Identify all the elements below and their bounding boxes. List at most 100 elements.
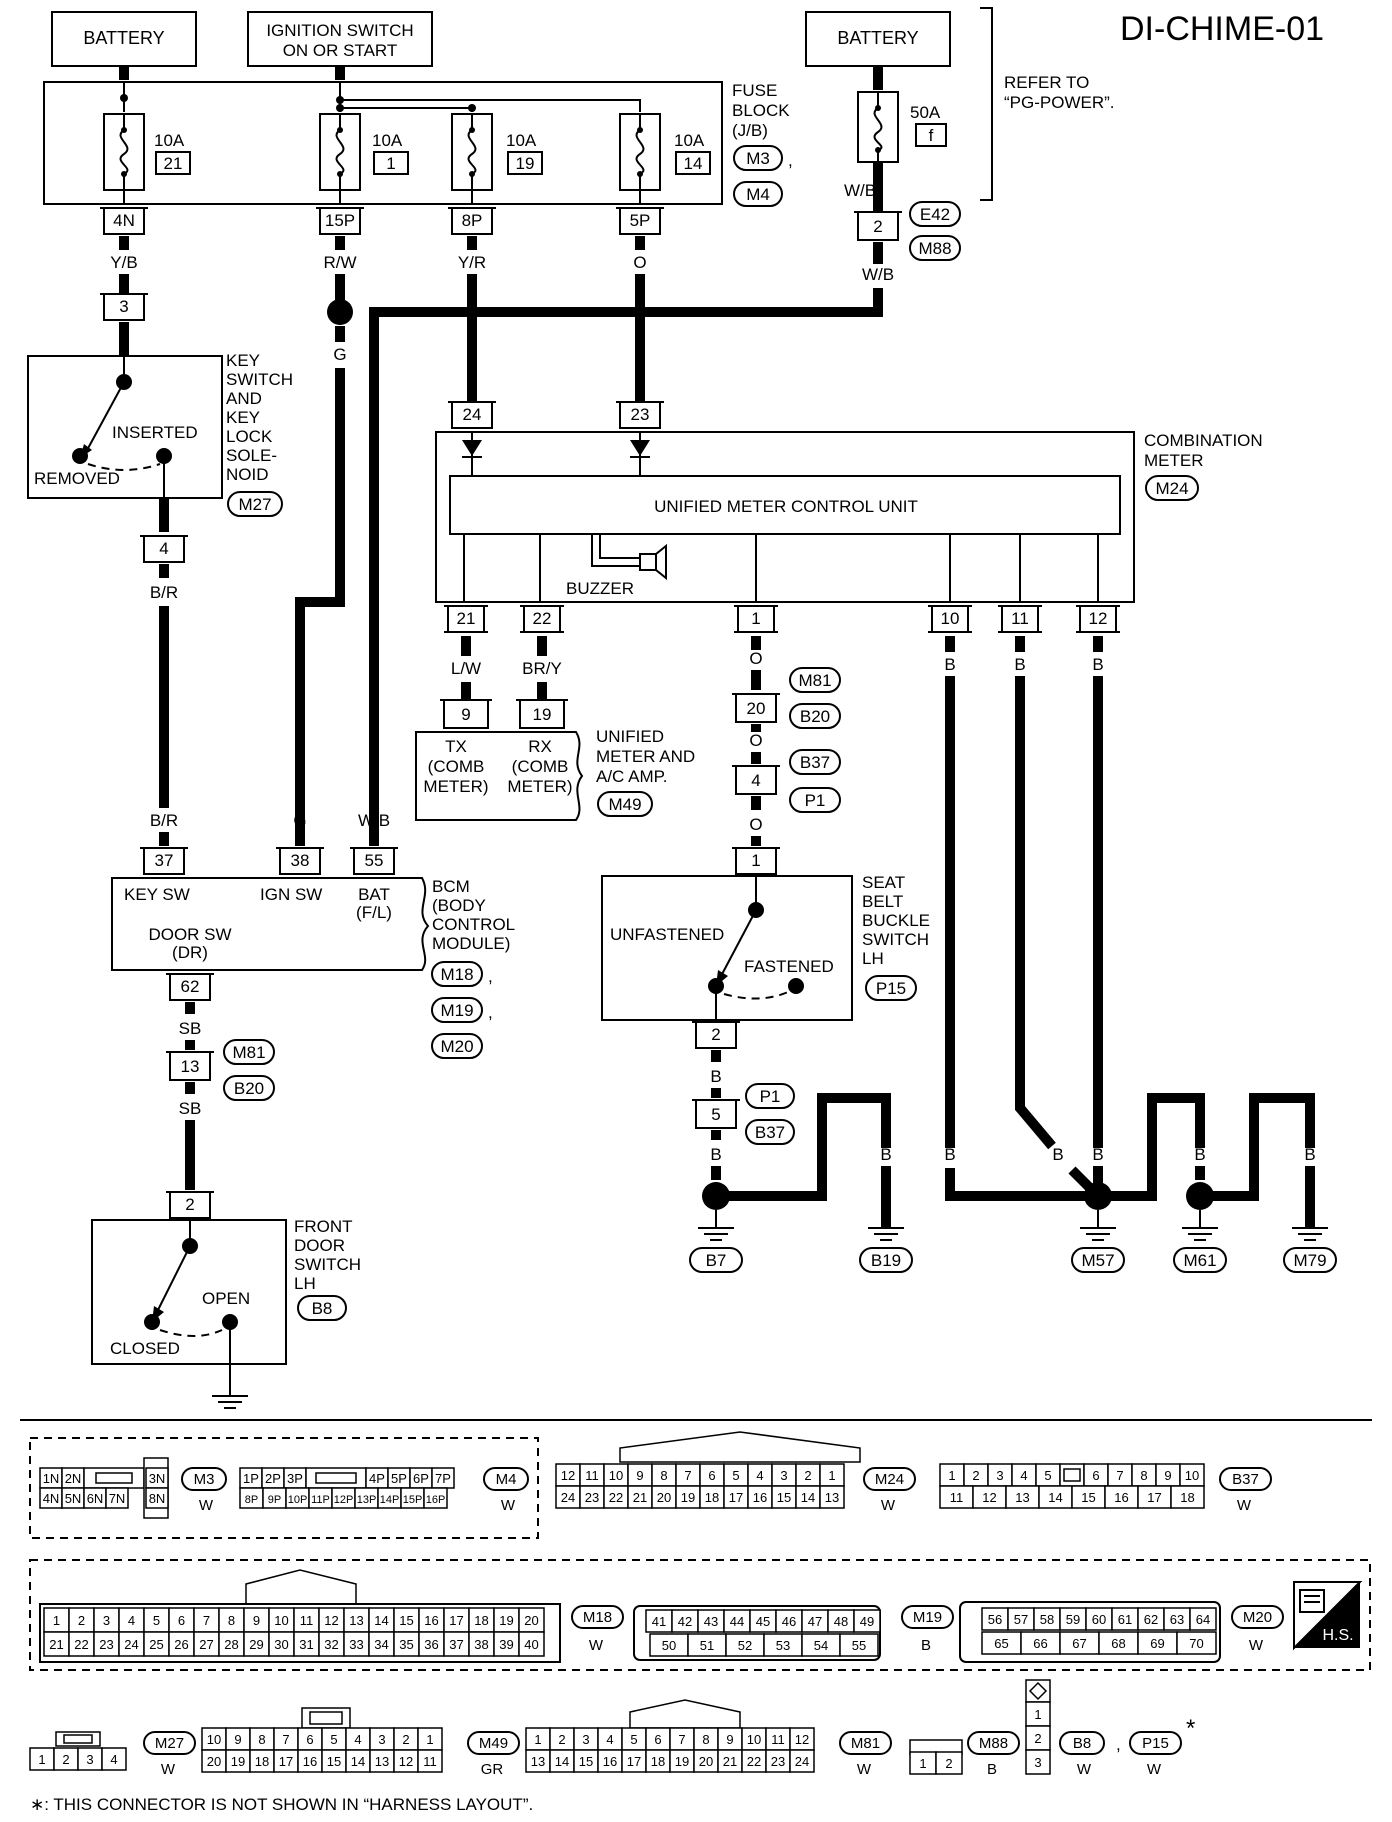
pin-number: 69 [1150, 1636, 1164, 1651]
ground-wire-m12: B [1092, 1145, 1103, 1164]
ac-amp-tx-1: TX [445, 737, 467, 756]
pin-number: 5 [153, 1613, 160, 1628]
ac-amp-tx-2: (COMB [428, 757, 485, 776]
pin-number: 44 [730, 1614, 744, 1629]
pin-number: 33 [349, 1637, 363, 1652]
pin-number: 1P [243, 1471, 259, 1486]
pin-number: 32 [324, 1637, 338, 1652]
ac-amp-label-2: METER AND [596, 747, 695, 766]
battery-2-box: BATTERY [805, 11, 951, 67]
pin-cell [853, 1609, 881, 1633]
combination-meter: 24 23 UNIFIED METER CONTROL UNIT BUZZER [435, 401, 1135, 603]
wire-label-rw: R/W [323, 253, 356, 272]
hs-label: H.S. [1322, 1627, 1353, 1644]
pin-number: 16 [424, 1613, 438, 1628]
seat-joint1-conn-a: M81 [798, 671, 831, 690]
m19-name: M19 [913, 1609, 942, 1626]
seat-wire-b: B [710, 1145, 721, 1164]
seat-joint2-term: 4 [751, 771, 760, 790]
fusible-link-letter: f [929, 126, 934, 145]
pin-number: 16 [1114, 1490, 1128, 1505]
pin-number: 23 [99, 1637, 113, 1652]
pin-cell [443, 1631, 470, 1657]
pin-number: 20 [657, 1490, 671, 1505]
pin-number: 4 [354, 1732, 361, 1747]
pin-cell [293, 1631, 320, 1657]
pin-number: 5P [391, 1471, 407, 1486]
ground-label-b19: B19 [871, 1251, 901, 1270]
pin-number: 10 [1185, 1468, 1199, 1483]
pin-number: 31 [299, 1637, 313, 1652]
fusible-link-term: 2 [873, 217, 882, 236]
fuse-block-label-2: BLOCK [732, 101, 790, 120]
fuse-3-number: 19 [516, 154, 535, 173]
p15-color: W [1147, 1761, 1162, 1778]
pin-number: 6 [178, 1613, 185, 1628]
pin-number: 37 [449, 1637, 463, 1652]
battery-box: BATTERY [51, 11, 197, 67]
seat-switch-conn: P15 [876, 979, 906, 998]
m88-color: B [987, 1761, 997, 1778]
fuse-block: 10A 21 10A 1 10A 19 10A [43, 81, 723, 205]
pin-cell [218, 1607, 245, 1633]
pin-number: 19 [499, 1613, 513, 1628]
seat-switch-wire: B [710, 1067, 721, 1086]
pin-number: 10P [288, 1494, 308, 1506]
m49-color: GR [481, 1761, 504, 1778]
m24-name: M24 [875, 1471, 904, 1488]
door-closed-label: CLOSED [110, 1339, 180, 1358]
p15-name: P15 [1142, 1735, 1169, 1752]
pin-number: 14 [801, 1490, 815, 1505]
pin-number: 17 [729, 1490, 743, 1505]
pin-number: 2 [972, 1468, 979, 1483]
pin-number: 12 [982, 1490, 996, 1505]
pin-number: 8N [149, 1491, 166, 1506]
pin-number: 43 [704, 1614, 718, 1629]
pin-number: 1 [1034, 1707, 1041, 1722]
wire-label-b11: B [1014, 655, 1025, 674]
b8-name: B8 [1073, 1735, 1091, 1752]
fusible-link-wire-below: W/B [862, 265, 894, 284]
pin-number: 9P [268, 1494, 281, 1506]
key-switch-term-bottom: 4 [159, 539, 168, 558]
pin-number: 39 [499, 1637, 513, 1652]
m3-color: W [199, 1497, 214, 1514]
key-switch-label-2: SWITCH [226, 370, 293, 389]
pin-number: 18 [705, 1490, 719, 1505]
key-switch-wire-bottom: B/R [150, 583, 178, 602]
meter-conn [1145, 475, 1199, 501]
m19-color: B [921, 1637, 931, 1654]
pin-number: 6 [306, 1732, 313, 1747]
ground-symbol-b19 [868, 1227, 904, 1241]
fuse-4-number: 14 [684, 154, 703, 173]
pin-number: 8 [702, 1732, 709, 1747]
b37-name: B37 [1232, 1471, 1259, 1488]
pin-cell [1025, 1725, 1051, 1751]
pin-cell [93, 1631, 120, 1657]
pin-number: 6 [654, 1732, 661, 1747]
pin-number: 4 [606, 1732, 613, 1747]
hs-badge: H.S. [1293, 1581, 1363, 1651]
seat-belt-path: 20 M81 B20 O 4 B37 P1 O [732, 667, 841, 846]
pin-cell [1025, 1701, 1051, 1727]
seat-joint2-conn-a: B37 [800, 753, 830, 772]
pin-cell [145, 1487, 169, 1509]
b8-badge [1059, 1731, 1105, 1755]
door-switch-conn: B8 [312, 1299, 333, 1318]
m20-badge [1231, 1605, 1284, 1629]
meter-label-2: METER [1144, 451, 1204, 470]
pin-number: 30 [274, 1637, 288, 1652]
pin-number: 2 [62, 1752, 69, 1767]
key-switch-conn: M27 [238, 495, 271, 514]
meter-label-1: COMBINATION [1144, 431, 1263, 450]
pin-number: 19 [231, 1754, 245, 1769]
m24-color: W [881, 1497, 896, 1514]
pin-number: 5 [630, 1732, 637, 1747]
seat-label-4: SWITCH [862, 930, 929, 949]
m3-top-right: 3N [145, 1467, 169, 1489]
pin-number: 13 [375, 1754, 389, 1769]
